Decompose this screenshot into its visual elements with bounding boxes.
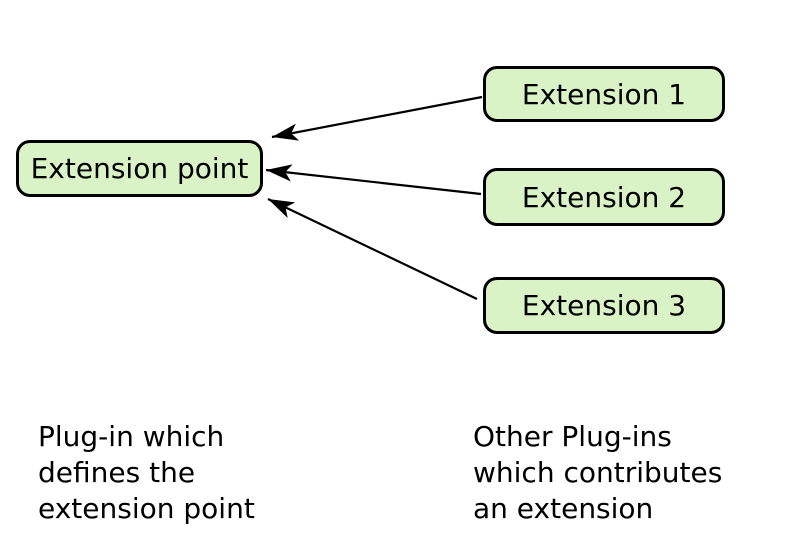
caption-right-line-2: which contributes — [473, 456, 723, 489]
extension-1-node: Extension 1 — [483, 66, 725, 122]
arrow-extension2-to-point — [265, 164, 482, 196]
arrow-extension3-to-point — [267, 198, 478, 300]
caption-plugin-defines: Plug-in which defines the extension poin… — [38, 419, 255, 527]
arrow-extension1-to-point — [271, 95, 483, 141]
caption-right-line-3: an extension — [473, 492, 654, 525]
caption-right-line-1: Other Plug-ins — [473, 420, 672, 453]
extension-3-node: Extension 3 — [483, 277, 725, 334]
extension-point-node: Extension point — [16, 140, 263, 197]
caption-left-line-1: Plug-in which — [38, 420, 225, 453]
caption-left-line-2: defines the — [38, 456, 196, 489]
extension-2-node: Extension 2 — [483, 168, 725, 226]
caption-other-plugins: Other Plug-ins which contributes an exte… — [473, 419, 722, 527]
caption-left-line-3: extension point — [38, 492, 255, 525]
